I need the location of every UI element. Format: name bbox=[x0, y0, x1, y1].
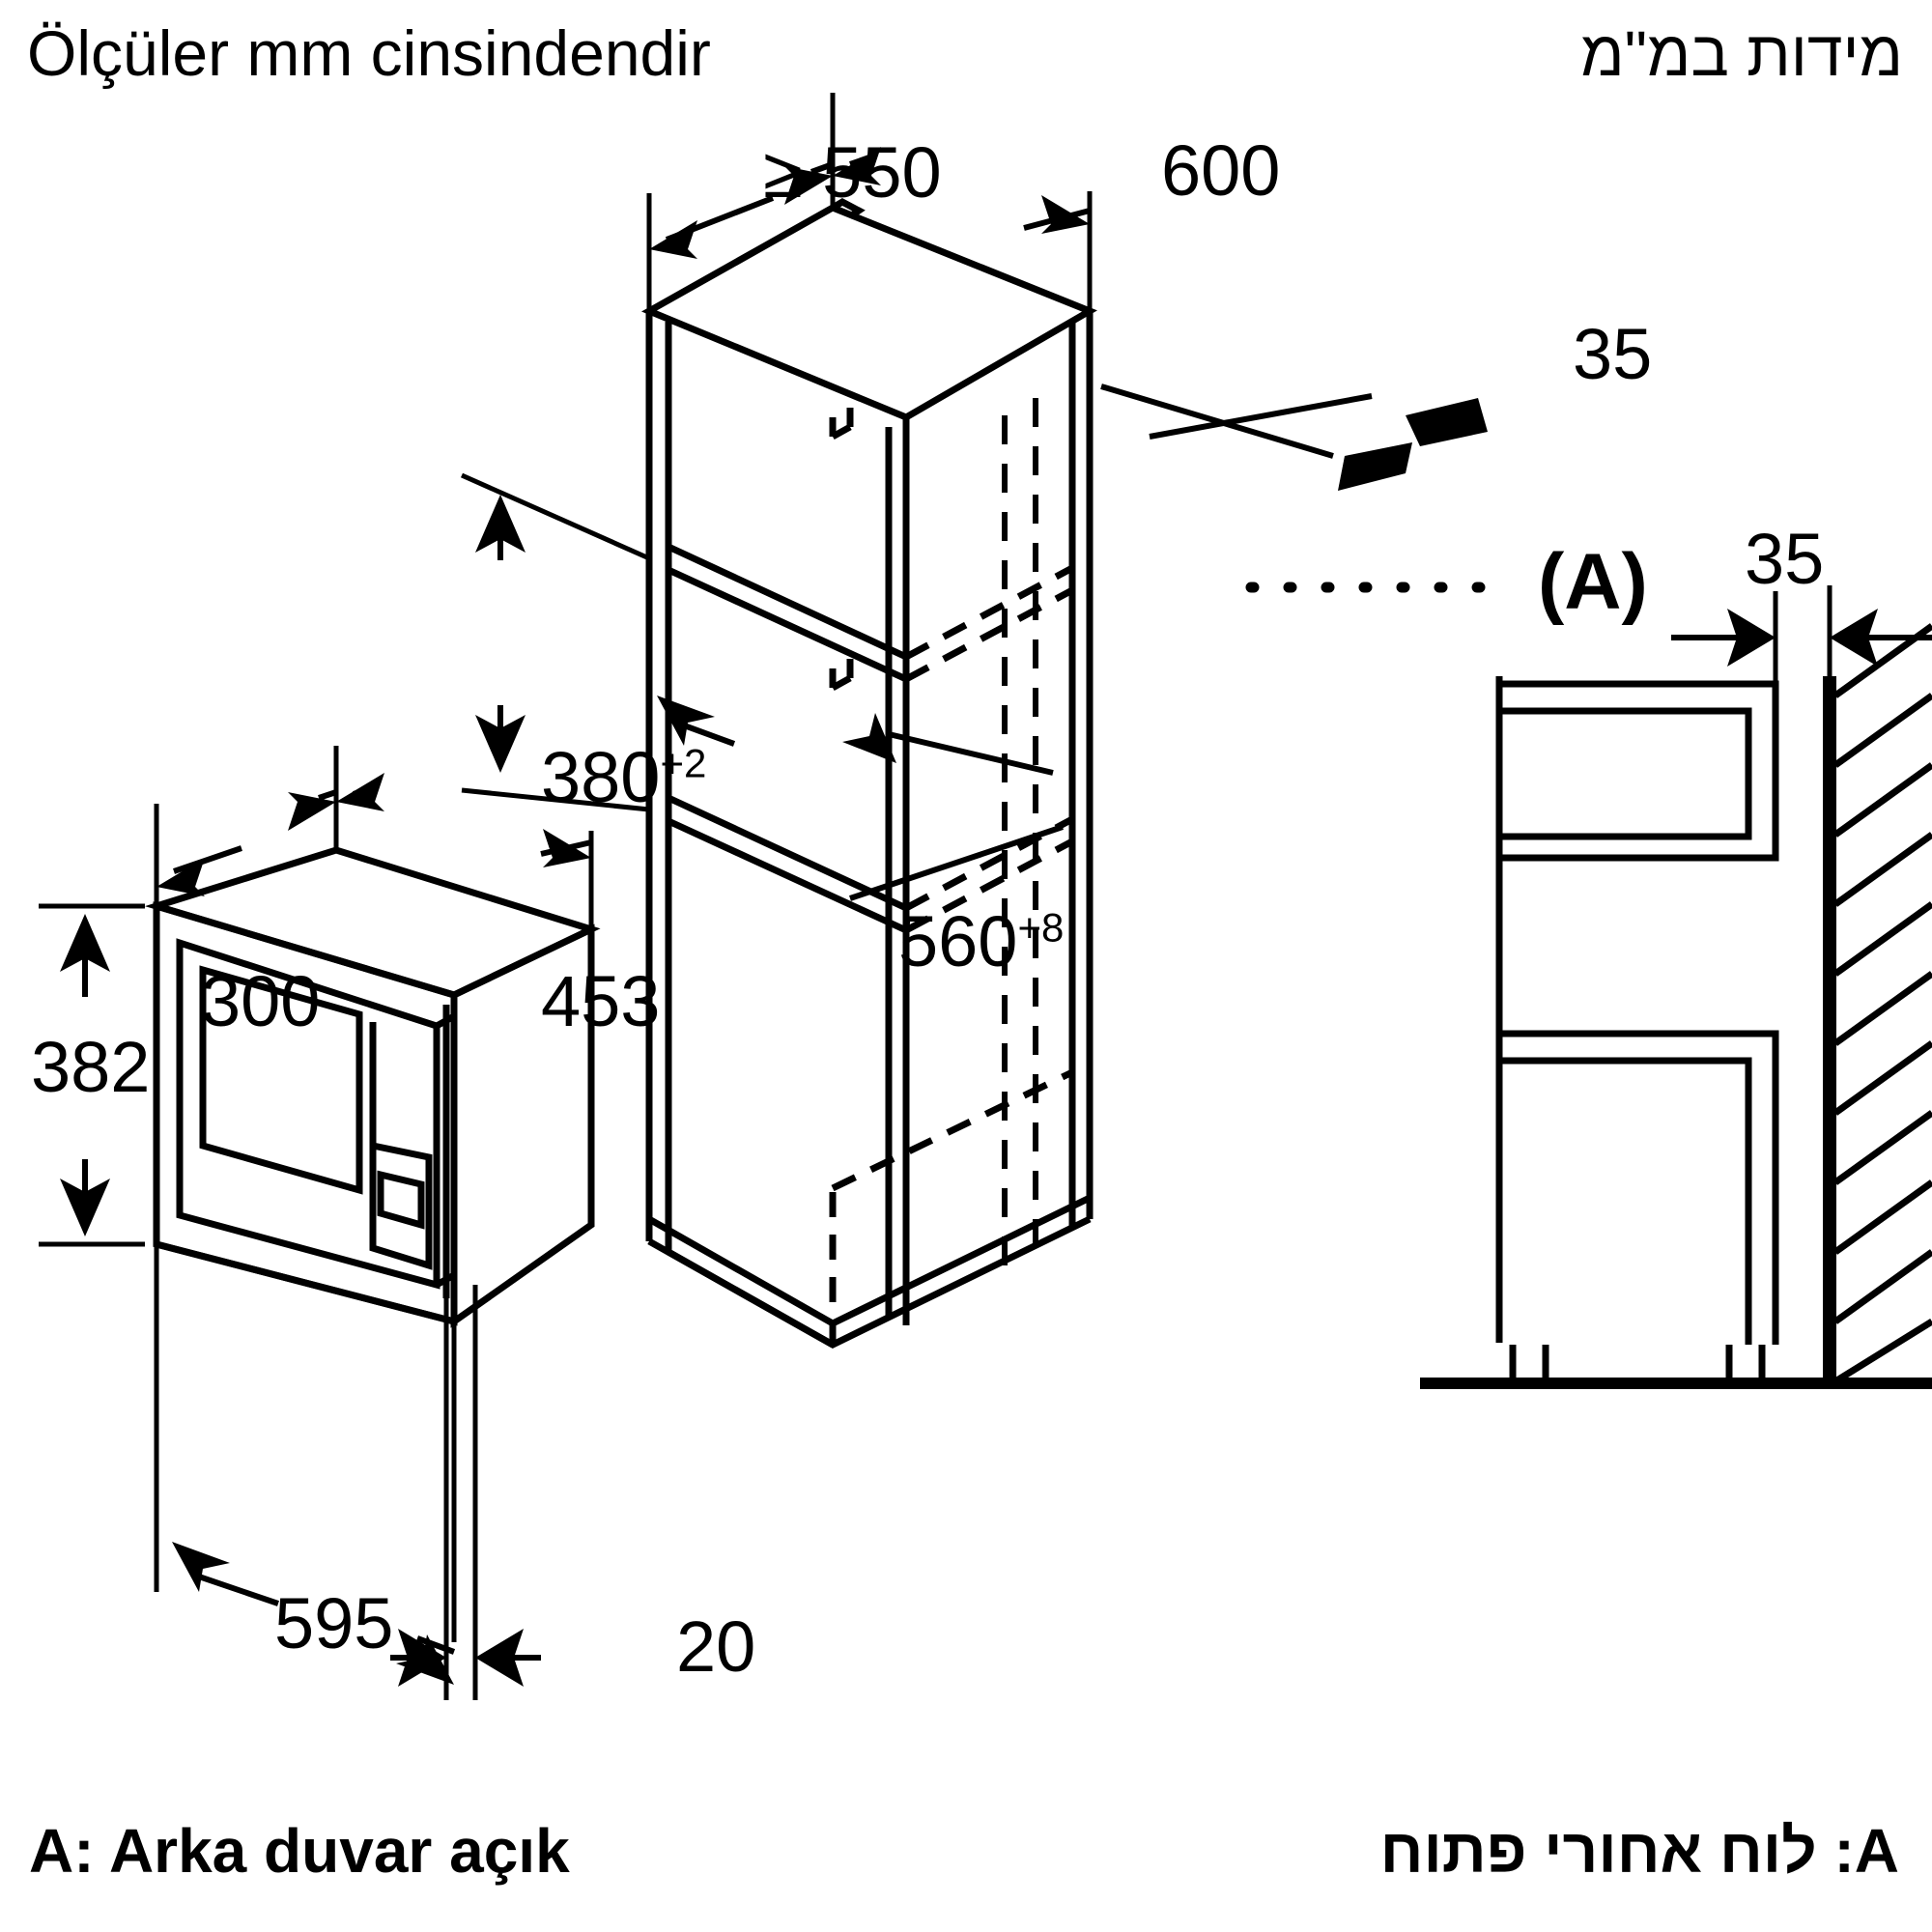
dimension-wall-gap bbox=[1671, 585, 1932, 688]
dimension-label-382: 382 bbox=[31, 1027, 151, 1107]
dimension-label-300: 300 bbox=[201, 961, 321, 1041]
dimension-min-depth bbox=[646, 93, 836, 311]
dimension-tolerance-niche-width: +8 bbox=[1017, 904, 1065, 951]
dimension-label-niche-height: 380+2 bbox=[541, 742, 706, 813]
dimension-outer-width bbox=[833, 147, 1093, 311]
cabinet-body bbox=[641, 197, 1097, 1349]
wall-hatch bbox=[1833, 623, 1932, 1384]
microwave-body bbox=[145, 846, 601, 1328]
header-label-hebrew: מידות במ"מ bbox=[1580, 17, 1903, 89]
dimension-tolerance-niche-height: +2 bbox=[660, 740, 707, 786]
wall-section bbox=[1420, 676, 1932, 1389]
dimension-label-niche-width: 560+8 bbox=[898, 906, 1064, 978]
dimension-niche-height bbox=[460, 472, 651, 812]
dimension-niche-width bbox=[657, 657, 1064, 956]
dimension-382 bbox=[39, 903, 145, 1247]
dimension-label-595: 595 bbox=[274, 1583, 394, 1663]
dimension-label-outer-width: 600 bbox=[1161, 130, 1281, 211]
footer-caption-turkish: A: Arka duvar açık bbox=[29, 1816, 570, 1886]
dimension-20 bbox=[390, 1285, 541, 1700]
dimension-453 bbox=[336, 773, 594, 929]
dimension-label-wall-gap: 35 bbox=[1745, 519, 1825, 599]
dimension-label-20: 20 bbox=[676, 1606, 756, 1687]
dimension-value-niche-height: 380 bbox=[541, 737, 661, 817]
dimension-300 bbox=[154, 746, 339, 906]
note-a-label: (A) bbox=[1538, 538, 1648, 626]
dimension-label-453: 453 bbox=[541, 961, 661, 1041]
dimension-rear-clearance bbox=[1086, 311, 1488, 491]
footer-caption-hebrew: A: לוח אחורי פתוח bbox=[1379, 1816, 1899, 1886]
dimension-value-niche-width: 560 bbox=[898, 901, 1018, 981]
dimension-label-rear-clearance: 35 bbox=[1573, 314, 1653, 394]
header-label-turkish: Ölçüler mm cinsindendir bbox=[27, 17, 711, 89]
dimension-label-min-depth: ≥ 550 bbox=[763, 132, 942, 213]
